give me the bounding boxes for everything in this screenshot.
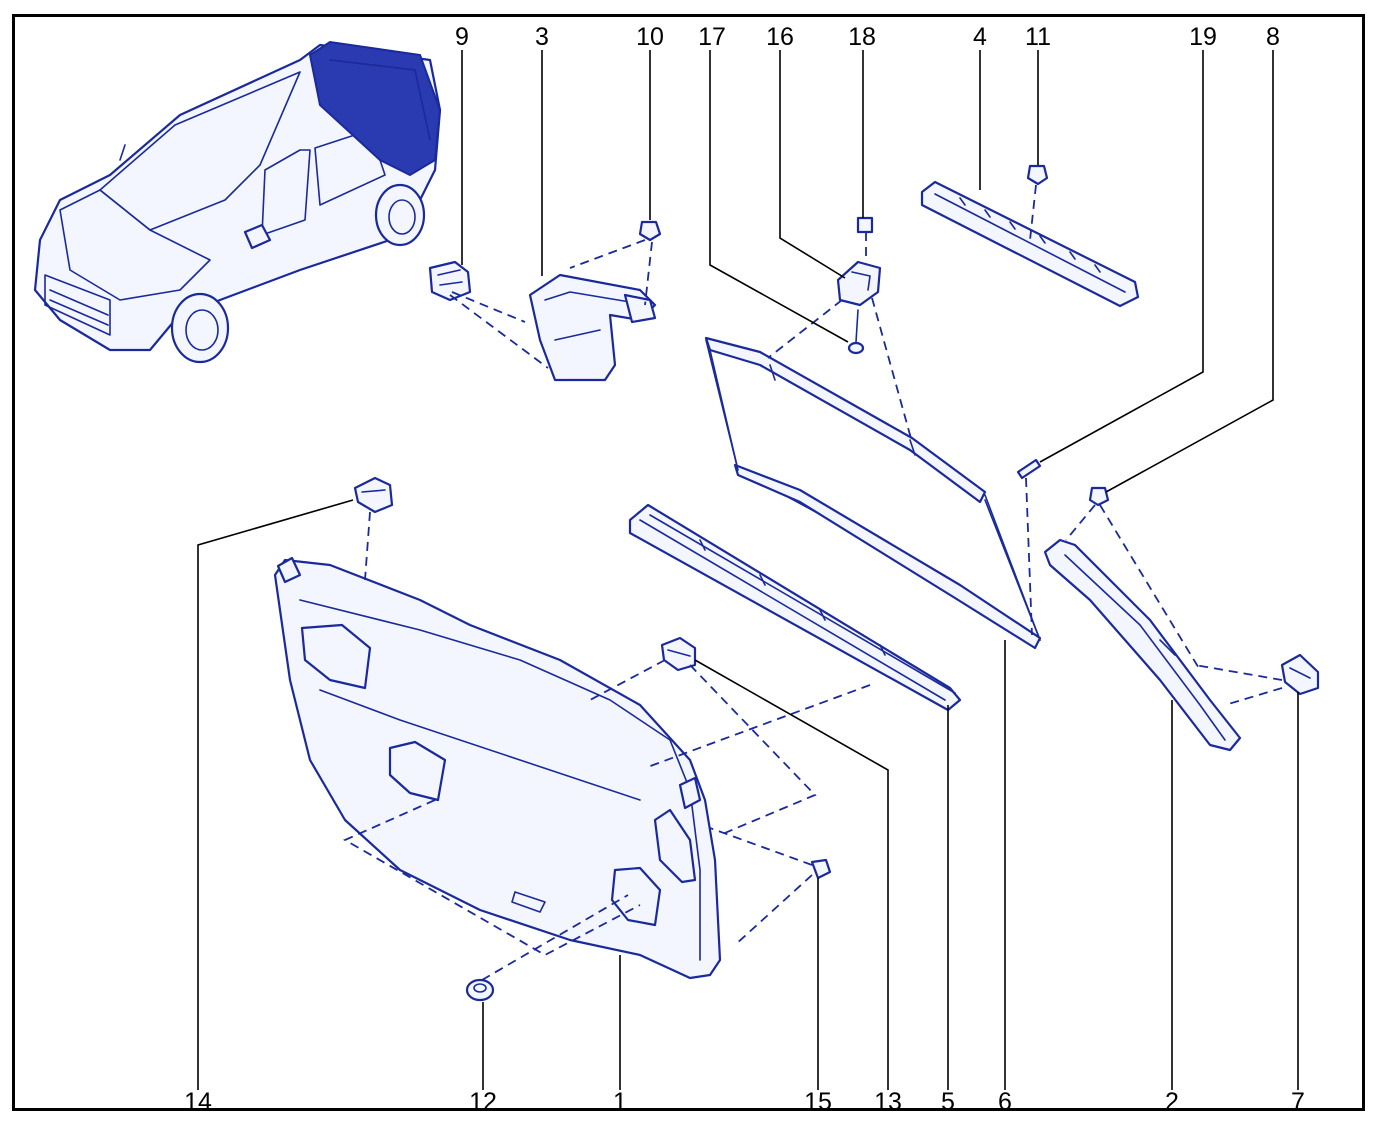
- callout-17: 17: [698, 23, 726, 51]
- callout-12: 12: [469, 1088, 497, 1116]
- part-17-screw: [847, 309, 865, 355]
- callout-8: 8: [1266, 23, 1280, 51]
- part-9-clip: [428, 260, 472, 302]
- part-2-side-trim: [1043, 538, 1242, 752]
- callout-19: 19: [1189, 23, 1217, 51]
- part-14-clip: [353, 476, 394, 514]
- callout-6: 6: [998, 1088, 1012, 1116]
- part-12-push-pin: [465, 978, 495, 1002]
- callout-1: 1: [613, 1088, 627, 1116]
- part-1-tailgate-panel: [273, 556, 722, 980]
- car-illustration: [33, 40, 442, 364]
- part-7-clip: [1280, 653, 1320, 696]
- callout-15: 15: [804, 1088, 832, 1116]
- part-4-rail: [920, 180, 1140, 308]
- callout-2: 2: [1165, 1088, 1179, 1116]
- part-10-cap: [638, 220, 662, 242]
- part-13-clip: [660, 636, 697, 672]
- callout-11: 11: [1025, 23, 1051, 51]
- part-15-clip: [810, 858, 832, 880]
- callout-7: 7: [1291, 1088, 1305, 1116]
- part-16-bracket: [836, 260, 882, 307]
- callout-9: 9: [455, 23, 469, 51]
- callout-labels: 9 3 10 17 16 18 4 11 19 8 14 12 1 15 13 …: [184, 23, 1305, 1116]
- leader-lines: [197, 50, 1299, 1090]
- callout-16: 16: [766, 23, 794, 51]
- callout-13: 13: [874, 1088, 902, 1116]
- callout-18: 18: [848, 23, 876, 51]
- callout-14: 14: [184, 1088, 212, 1116]
- part-5-rail: [628, 503, 962, 712]
- part-11-cap: [1026, 164, 1049, 186]
- callout-5: 5: [941, 1088, 955, 1116]
- part-3-trim: [528, 273, 657, 382]
- callout-10: 10: [636, 23, 664, 51]
- callout-3: 3: [535, 23, 549, 51]
- assembly-dashed-lines: [343, 184, 1283, 981]
- callout-4: 4: [973, 23, 987, 51]
- part-8-cap: [1088, 486, 1110, 507]
- part-18-clip: [856, 216, 874, 234]
- part-19-screw: [1016, 458, 1042, 480]
